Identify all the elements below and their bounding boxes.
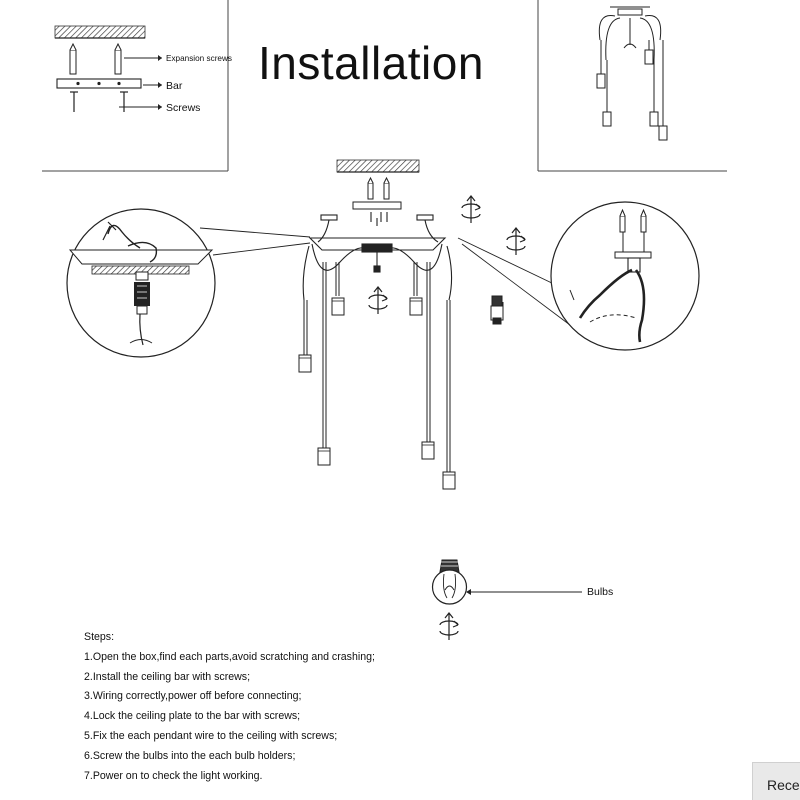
step-item: 4.Lock the ceiling plate to the bar with… <box>84 710 301 723</box>
canopy <box>302 214 453 301</box>
page-title: Installation <box>258 37 484 89</box>
label-bar: Bar <box>166 80 183 92</box>
steps-list: Steps: 1.Open the box,find each parts,av… <box>84 628 375 786</box>
mounting-inset: Expansion screws Bar Screws <box>54 25 232 114</box>
label-bulbs: Bulbs <box>587 586 613 598</box>
pendant-wires <box>303 262 451 472</box>
step-item: 5.Fix the each pendant wire to the ceili… <box>84 729 338 742</box>
steps-heading: Steps: <box>84 631 115 643</box>
recently-viewed-tab[interactable]: Recently <box>752 762 800 800</box>
step-item: 6.Screw the bulbs into the each bulb hol… <box>84 749 296 762</box>
socket-part <box>490 295 504 325</box>
detail-circle-left <box>66 208 311 358</box>
detail-circle-right <box>457 201 700 351</box>
step-item: 3.Wiring correctly,power off before conn… <box>84 690 302 703</box>
frame-lines <box>42 0 727 172</box>
ceiling-hatch <box>54 25 146 39</box>
step-item: 2.Install the ceiling bar with screws; <box>84 670 251 683</box>
expansion-screw-right <box>114 42 122 75</box>
step-item: 1.Open the box,find each parts,avoid scr… <box>84 650 375 663</box>
step-item: 7.Power on to check the light working. <box>84 769 263 782</box>
label-screws: Screws <box>166 102 200 114</box>
bulb-illustration: Bulbs <box>431 559 613 605</box>
expansion-screw-left <box>69 42 77 75</box>
bulb-holders <box>298 297 456 490</box>
label-expansion-screws: Expansion screws <box>166 54 232 63</box>
finished-fixture-inset <box>596 6 668 141</box>
ceiling-mount <box>336 159 420 226</box>
